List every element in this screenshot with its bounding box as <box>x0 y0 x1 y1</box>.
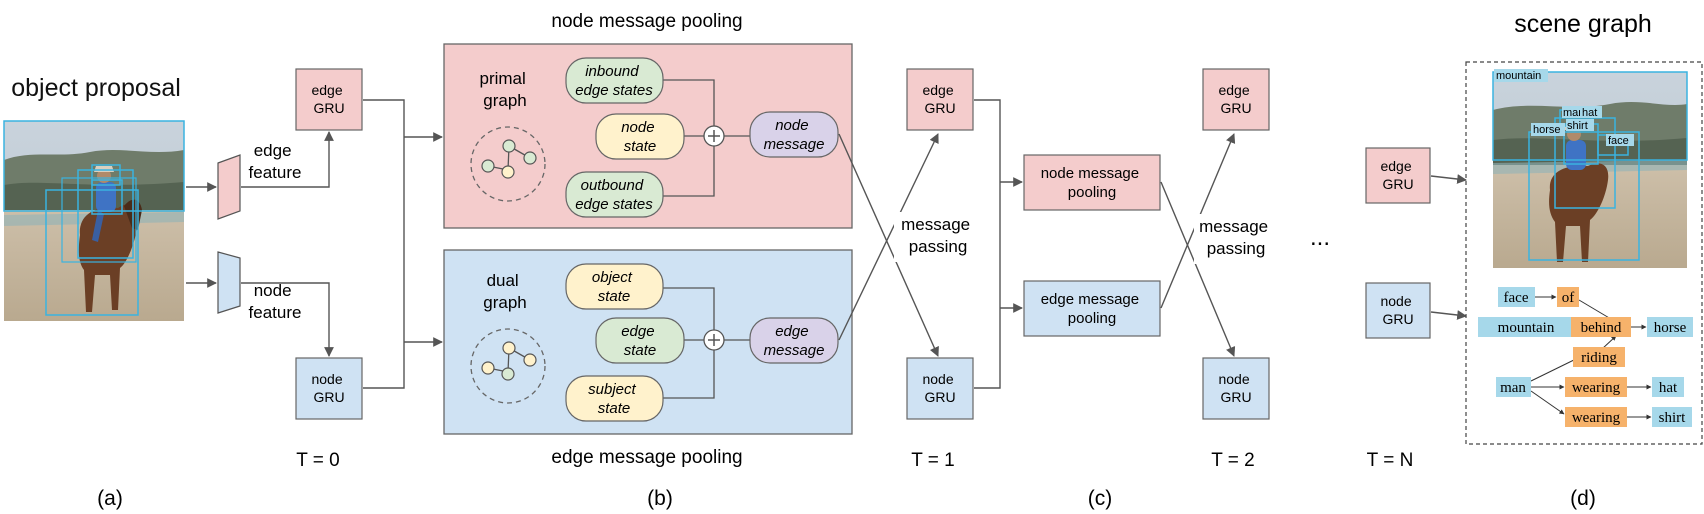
object-proposal-photo <box>3 120 185 321</box>
scene-photo <box>1492 71 1688 268</box>
svg-text:inbound edge states: inbound edge states <box>575 63 653 99</box>
outbound-edge-states-pill <box>565 171 664 218</box>
caption-a: (a) <box>97 487 123 510</box>
svg-text:node GRU: node GRU <box>922 371 957 405</box>
timestep-t0: T = 0 <box>296 450 339 471</box>
sum-icon-top <box>703 125 725 147</box>
arrow-edge-message-to-edge-gru-t1 <box>838 133 939 341</box>
edge-state-pill <box>595 317 685 364</box>
edge-feature-label: edge feature <box>249 141 302 182</box>
node-gru-t2 <box>1202 357 1270 420</box>
inbound-edge-states-pill <box>565 57 664 104</box>
sg-node-wearing-1: wearing <box>1572 380 1621 396</box>
svg-text:edge message pooling: edge message pooling <box>1041 291 1144 327</box>
scene-graph-edges <box>1530 294 1652 420</box>
node-gru-t0 <box>295 357 363 420</box>
arrow-node-gru-tn-to-scene <box>1430 310 1467 320</box>
sum-icon-bottom <box>703 329 725 351</box>
timestep-t1: T = 1 <box>911 450 954 471</box>
svg-text:node state: node state <box>621 119 659 155</box>
ellipsis: ... <box>1310 224 1330 251</box>
bbox-label-man: man <box>1563 107 1584 119</box>
primal-graph-icon <box>470 126 546 202</box>
caption-c: (c) <box>1088 487 1113 510</box>
edge-gru-t2 <box>1202 68 1270 131</box>
subject-state-pill <box>565 375 664 422</box>
svg-text:node GRU: node GRU <box>311 371 346 405</box>
arrow-node-message-to-node-gru-t1 <box>838 133 939 357</box>
edge-gru-t1 <box>906 68 974 131</box>
svg-text:edge state: edge state <box>621 323 659 359</box>
message-passing-label-2: message passing <box>1199 217 1273 258</box>
svg-text:edge GRU: edge GRU <box>922 82 957 116</box>
node-gru-tn <box>1365 282 1431 339</box>
svg-text:edge message: edge message <box>764 323 825 359</box>
primal-graph-label: primal graph <box>479 69 530 110</box>
caption-d: (d) <box>1570 487 1596 510</box>
sg-node-of: of <box>1562 290 1575 306</box>
svg-text:edge GRU: edge GRU <box>311 82 346 116</box>
sg-node-horse: horse <box>1654 320 1687 336</box>
svg-text:node message pooling: node message pooling <box>1041 165 1144 201</box>
node-message-pill <box>749 111 839 158</box>
svg-text:outbound edge states: outbound edge states <box>575 177 653 213</box>
node-message-pooling-c <box>1023 154 1161 211</box>
node-feature-label: node feature <box>249 281 302 322</box>
caption-b: (b) <box>647 487 673 510</box>
sg-node-man: man <box>1500 380 1526 396</box>
svg-text:object state: object state <box>592 269 636 305</box>
edge-message-pooling-c <box>1023 280 1161 337</box>
svg-text:edge GRU: edge GRU <box>1380 158 1415 192</box>
sg-node-riding: riding <box>1581 350 1617 366</box>
timestep-tn: T = N <box>1367 450 1414 471</box>
timestep-t2: T = 2 <box>1211 450 1254 471</box>
arrow-edge-feature-to-gru <box>241 131 334 188</box>
svg-text:node message: node message <box>764 117 825 153</box>
bbox-label-hat: hat <box>1582 107 1597 119</box>
node-state-pill <box>595 113 685 160</box>
sg-node-wearing-2: wearing <box>1572 410 1621 426</box>
sg-node-behind: behind <box>1581 320 1622 336</box>
object-state-pill <box>565 263 664 310</box>
dual-graph-icon <box>470 328 546 404</box>
node-message-pooling-title: node message pooling <box>551 11 742 32</box>
scene-graph-frame <box>1465 61 1703 445</box>
sg-node-shirt: shirt <box>1659 410 1687 426</box>
node-feature-extractor <box>217 251 241 314</box>
scene-graph-title: scene graph <box>1514 10 1652 38</box>
svg-text:subject state: subject state <box>588 381 640 417</box>
arrow-edge-gru-tn-to-scene <box>1430 174 1467 184</box>
bbox-label-mountain: mountain <box>1496 70 1541 82</box>
message-passing-label-1: message passing <box>901 215 975 256</box>
sg-node-face: face <box>1504 290 1529 306</box>
edge-message-pooling-title: edge message pooling <box>551 447 742 468</box>
dual-graph-label: dual graph <box>483 271 526 312</box>
edge-feature-extractor <box>217 154 241 220</box>
bbox-label-face: face <box>1608 135 1629 147</box>
edge-message-pill <box>749 317 839 364</box>
bbox-label-shirt: shirt <box>1567 120 1588 132</box>
sg-node-hat: hat <box>1659 380 1678 396</box>
edge-gru-tn <box>1365 147 1431 204</box>
sg-node-mountain: mountain <box>1498 320 1555 336</box>
svg-text:node GRU: node GRU <box>1380 293 1415 327</box>
object-proposal-title: object proposal <box>11 74 181 102</box>
node-gru-t1 <box>906 357 974 420</box>
edge-gru-t0 <box>295 68 363 131</box>
arrow-node-feature-to-gru <box>241 282 334 357</box>
arrow-node-pool-to-node-gru-t2 <box>1160 181 1236 357</box>
svg-text:edge GRU: edge GRU <box>1218 82 1253 116</box>
bbox-label-horse: horse <box>1533 124 1561 136</box>
svg-text:node GRU: node GRU <box>1218 371 1253 405</box>
